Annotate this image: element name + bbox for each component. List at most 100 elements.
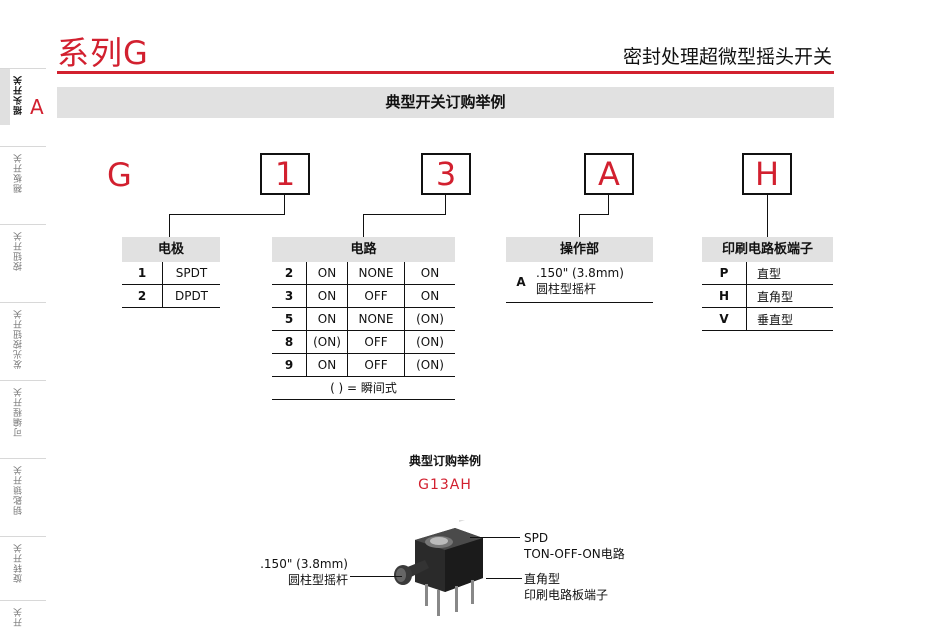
actuator-table: 操作部 A .150" (3.8mm) 圆柱型摇杆 bbox=[506, 237, 653, 303]
table-cell: 1 bbox=[122, 262, 163, 285]
side-tab-label: 开关 bbox=[14, 607, 24, 627]
table-row: H 直角型 bbox=[702, 284, 833, 308]
table-cell: ON bbox=[404, 262, 455, 285]
table-cell: (ON) bbox=[306, 330, 348, 354]
table-row: A .150" (3.8mm) 圆柱型摇杆 bbox=[506, 262, 653, 303]
connector-line bbox=[579, 214, 609, 215]
side-tab-label: 发光按钮开关 bbox=[14, 309, 24, 369]
table-cell: (ON) bbox=[404, 330, 455, 354]
side-tab-label: 翘板开关 bbox=[14, 153, 24, 193]
table-cell: ON bbox=[306, 262, 348, 285]
table-cell: OFF bbox=[347, 353, 405, 377]
page-title: 系列G bbox=[57, 34, 149, 72]
example-code: G13AH bbox=[418, 477, 472, 493]
circuit-footnote: ( ) = 瞬间式 bbox=[272, 377, 455, 400]
callout-terminal-line1: 直角型 bbox=[524, 572, 561, 586]
table-cell: .150" (3.8mm) 圆柱型摇杆 bbox=[536, 262, 624, 302]
table-cell: 直型 bbox=[746, 262, 833, 285]
example-title: 典型订购举例 bbox=[408, 454, 481, 468]
table-cell: DPDT bbox=[162, 284, 220, 308]
side-tab-rocker[interactable]: 摇头开关 A bbox=[0, 68, 46, 147]
table-cell: H bbox=[702, 284, 747, 308]
table-cell: P bbox=[702, 262, 747, 285]
side-tab-more[interactable]: 开关 bbox=[0, 600, 46, 634]
side-tab-paddle[interactable]: 翘板开关 bbox=[0, 146, 46, 225]
callout-actuator: .150" (3.8mm) 圆柱型摇杆 bbox=[258, 556, 348, 588]
code-box-circuit: 3 bbox=[421, 153, 471, 195]
table-cell: OFF bbox=[347, 330, 405, 354]
connector-line bbox=[363, 214, 364, 237]
table-row: 2 ON NONE ON bbox=[272, 262, 455, 285]
circuit-table: 电路 2 ON NONE ON 3 ON OFF ON 5 ON NONE (O… bbox=[272, 237, 455, 400]
poles-table-title: 电极 bbox=[122, 237, 220, 262]
switch-illustration bbox=[394, 520, 483, 616]
side-tab-keylock[interactable]: 钥匙锁开关 bbox=[0, 458, 46, 537]
table-cell: 垂直型 bbox=[746, 307, 833, 331]
connector-line bbox=[169, 214, 285, 215]
side-tab-programmable[interactable]: 可编程开关 bbox=[0, 380, 46, 459]
table-cell: ON bbox=[306, 284, 348, 308]
table-cell: 5 bbox=[272, 307, 307, 331]
table-row: 9 ON OFF (ON) bbox=[272, 353, 455, 377]
code-series: G bbox=[107, 156, 132, 194]
table-row: 1 SPDT bbox=[122, 262, 220, 285]
code-box-poles: 1 bbox=[260, 153, 310, 195]
leader-line bbox=[350, 576, 402, 577]
sidebar: 摇头开关 A 翘板开关 按钮开关 发光按钮开关 可编程开关 钥匙锁开关 旋转开关… bbox=[0, 68, 50, 633]
side-tab-label: 按钮开关 bbox=[14, 231, 24, 271]
actuator-size: .150" (3.8mm) bbox=[536, 266, 624, 280]
callout-actuator-size: .150" (3.8mm) bbox=[260, 557, 348, 571]
actuator-type: 圆柱型摇杆 bbox=[536, 282, 597, 296]
table-cell: V bbox=[702, 307, 747, 331]
callout-circuit-line2: TON-OFF-ON电路 bbox=[524, 547, 625, 561]
table-cell: SPDT bbox=[162, 262, 220, 285]
connector-line bbox=[767, 195, 768, 237]
connector-line bbox=[363, 214, 446, 215]
table-cell: ON bbox=[404, 284, 455, 308]
side-tab-illuminated[interactable]: 发光按钮开关 bbox=[0, 302, 46, 381]
terminal-table-title: 印刷电路板端子 bbox=[702, 237, 833, 262]
table-row: 8 (ON) OFF (ON) bbox=[272, 330, 455, 354]
code-box-actuator: A bbox=[584, 153, 634, 195]
connector-line bbox=[445, 195, 446, 214]
table-row: 2 DPDT bbox=[122, 284, 220, 308]
poles-table: 电极 1 SPDT 2 DPDT bbox=[122, 237, 220, 308]
table-cell: 8 bbox=[272, 330, 307, 354]
table-row: 5 ON NONE (ON) bbox=[272, 307, 455, 331]
side-tab-pushbutton[interactable]: 按钮开关 bbox=[0, 224, 46, 303]
table-cell: ON bbox=[306, 353, 348, 377]
actuator-table-title: 操作部 bbox=[506, 237, 653, 262]
table-cell: 2 bbox=[272, 262, 307, 285]
side-tab-label: 摇头开关 bbox=[14, 75, 24, 115]
leader-line bbox=[486, 578, 522, 579]
connector-line bbox=[608, 195, 609, 214]
header-divider bbox=[57, 71, 834, 74]
side-tab-letter: A bbox=[30, 95, 44, 119]
connector-line bbox=[579, 214, 580, 237]
side-tab-rotary[interactable]: 旋转开关 bbox=[0, 536, 46, 601]
connector-line bbox=[169, 214, 170, 237]
table-row: V 垂直型 bbox=[702, 307, 833, 331]
table-cell: ON bbox=[306, 307, 348, 331]
table-cell: OFF bbox=[347, 284, 405, 308]
code-box-terminal: H bbox=[742, 153, 792, 195]
leader-line bbox=[470, 537, 520, 538]
callout-circuit: SPD TON-OFF-ON电路 bbox=[524, 530, 625, 562]
callout-actuator-type: 圆柱型摇杆 bbox=[287, 573, 348, 587]
connector-line bbox=[284, 195, 285, 214]
table-cell: 2 bbox=[122, 284, 163, 308]
table-cell: 直角型 bbox=[746, 284, 833, 308]
side-tab-label: 旋转开关 bbox=[14, 543, 24, 583]
terminal-table: 印刷电路板端子 P 直型 H 直角型 V 垂直型 bbox=[702, 237, 833, 331]
side-tab-label: 可编程开关 bbox=[14, 387, 24, 437]
callout-terminal: 直角型 印刷电路板端子 bbox=[524, 571, 608, 603]
circuit-table-title: 电路 bbox=[272, 237, 455, 262]
table-cell: (ON) bbox=[404, 353, 455, 377]
table-cell: 9 bbox=[272, 353, 307, 377]
table-cell: A bbox=[516, 275, 526, 289]
table-cell: NONE bbox=[347, 307, 405, 331]
table-cell: 3 bbox=[272, 284, 307, 308]
side-tab-label: 钥匙锁开关 bbox=[14, 465, 24, 515]
table-cell: NONE bbox=[347, 262, 405, 285]
table-row: P 直型 bbox=[702, 262, 833, 285]
